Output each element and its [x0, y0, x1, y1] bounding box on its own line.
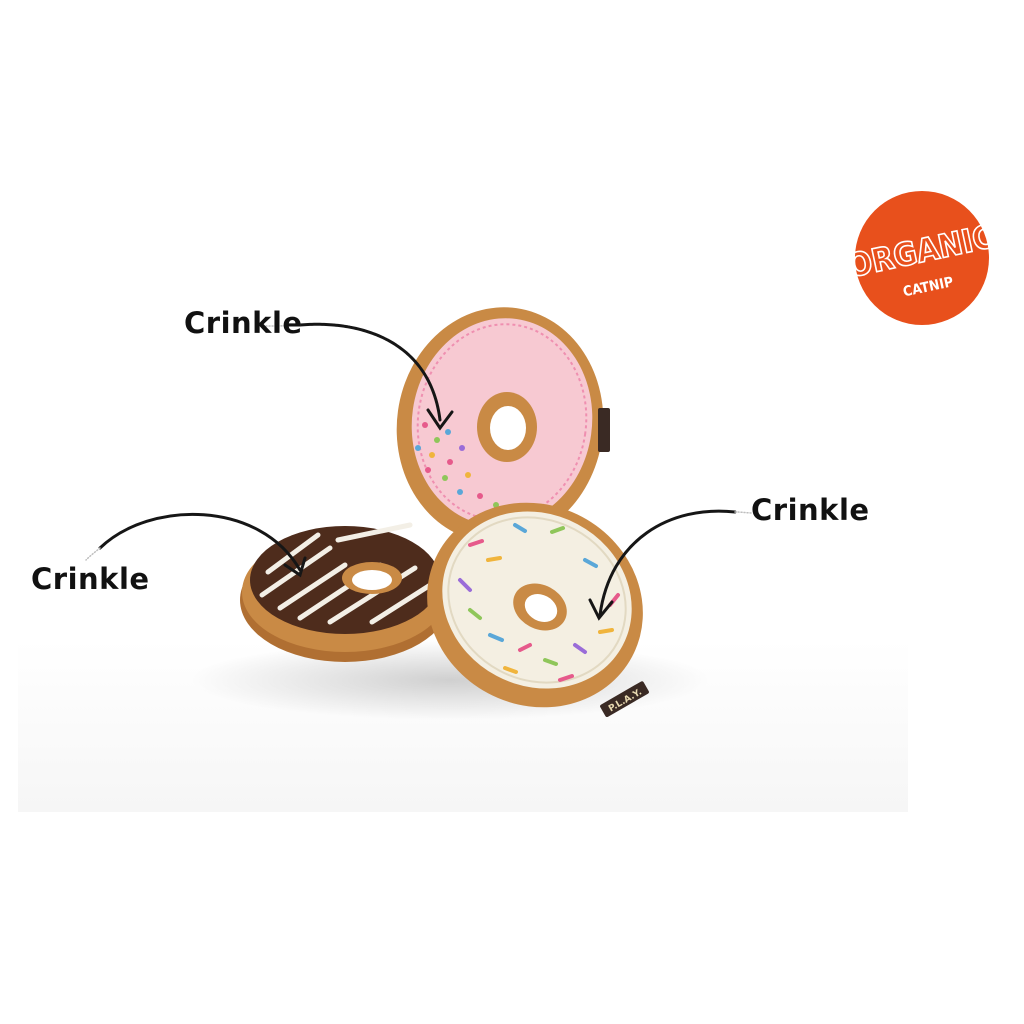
- pink-donut: [396, 307, 610, 543]
- chocolate-donut: [240, 522, 450, 662]
- vanilla-donut: P.L.A.Y.: [427, 502, 649, 717]
- arrow-left-head: [283, 556, 307, 578]
- arrow-right: [598, 509, 737, 617]
- arrow-right-head: [588, 598, 614, 621]
- arrow-left: [98, 512, 302, 572]
- callout-label-top: Crinkle: [184, 306, 303, 340]
- callout-arrows: [85, 322, 753, 621]
- callout-label-left: Crinkle: [31, 562, 150, 596]
- callout-label-right: Crinkle: [751, 493, 870, 527]
- arrow-top: [298, 322, 442, 422]
- arrow-top-head: [426, 408, 454, 431]
- organic-catnip-badge: ORGANIC CATNIP: [843, 191, 998, 325]
- brand-tag: [598, 408, 610, 452]
